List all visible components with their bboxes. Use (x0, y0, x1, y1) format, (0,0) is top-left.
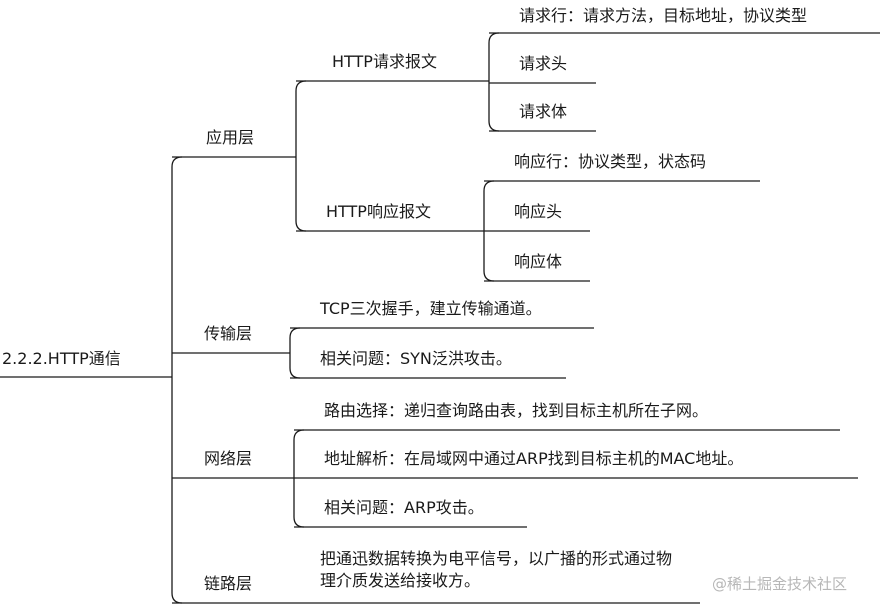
layer-link[interactable]: 链路层 (204, 574, 253, 593)
request-items-connector (488, 32, 500, 132)
root-node-label[interactable]: 2.2.2.HTTP通信 (2, 349, 121, 368)
request-header[interactable]: 请求头 (519, 54, 568, 73)
request-body[interactable]: 请求体 (519, 102, 568, 121)
response-body[interactable]: 响应体 (514, 252, 563, 271)
response-header[interactable]: 响应头 (514, 202, 563, 221)
layer-network[interactable]: 网络层 (204, 449, 253, 468)
trunk-connector (171, 156, 183, 604)
layer-application[interactable]: 应用层 (206, 128, 255, 147)
request-line[interactable]: 请求行：请求方法，目标地址，协议类型 (519, 6, 808, 25)
group-http-request[interactable]: HTTP请求报文 (332, 52, 437, 71)
group-http-response[interactable]: HTTP响应报文 (326, 202, 431, 221)
app-layer-connector (295, 80, 307, 232)
network-arp-attack[interactable]: 相关问题：ARP攻击。 (324, 498, 484, 517)
transport-connector (289, 327, 301, 379)
transport-syn-flood[interactable]: 相关问题：SYN泛洪攻击。 (320, 349, 512, 368)
transport-tcp-handshake[interactable]: TCP三次握手，建立传输通道。 (320, 299, 542, 318)
response-line[interactable]: 响应行：协议类型，状态码 (514, 152, 707, 171)
link-signal-conversion[interactable]: 把通迅数据转换为电平信号，以广播的形式通过物理介质发送给接收方。 (320, 549, 673, 590)
network-address-resolution[interactable]: 地址解析：在局域网中通过ARP找到目标主机的MAC地址。 (324, 449, 744, 468)
layer-transport[interactable]: 传输层 (204, 324, 253, 343)
network-routing[interactable]: 路由选择：递归查询路由表，找到目标主机所在子网。 (324, 401, 709, 420)
watermark-text: @稀土掘金技术社区 (712, 575, 848, 593)
